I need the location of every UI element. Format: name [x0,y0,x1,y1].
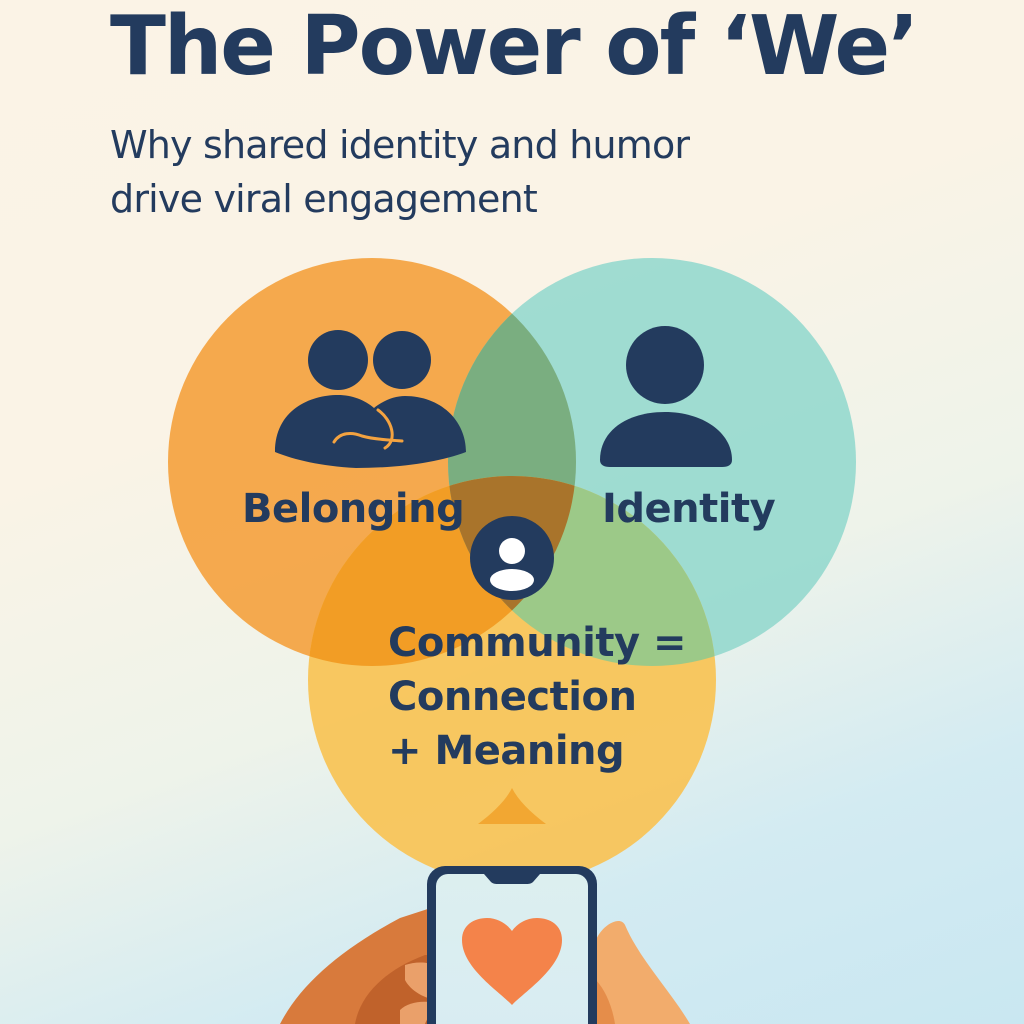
community-line-2: Connection [388,674,637,720]
subtitle-line-1: Why shared identity and humor [110,123,690,167]
person-icon [600,326,732,467]
venn-label-identity: Identity [602,486,776,532]
hands-holding-phone-illustration [280,905,690,1024]
venn-label-belonging: Belonging [242,486,465,532]
community-line-3: + Meaning [388,728,625,774]
venn-label-community: Community = Connection + Meaning [388,616,687,778]
user-avatar-icon [470,516,554,600]
pointer-triangle-icon [478,788,546,824]
two-people-hugging-icon [275,330,466,468]
phone-illustration [427,866,597,1024]
page-title: The Power of ‘We’ [110,0,919,94]
heart-icon [462,918,562,1005]
subtitle: Why shared identity and humor drive vira… [110,118,750,226]
community-line-1: Community = [388,620,687,666]
subtitle-line-2: drive viral engagement [110,177,538,221]
